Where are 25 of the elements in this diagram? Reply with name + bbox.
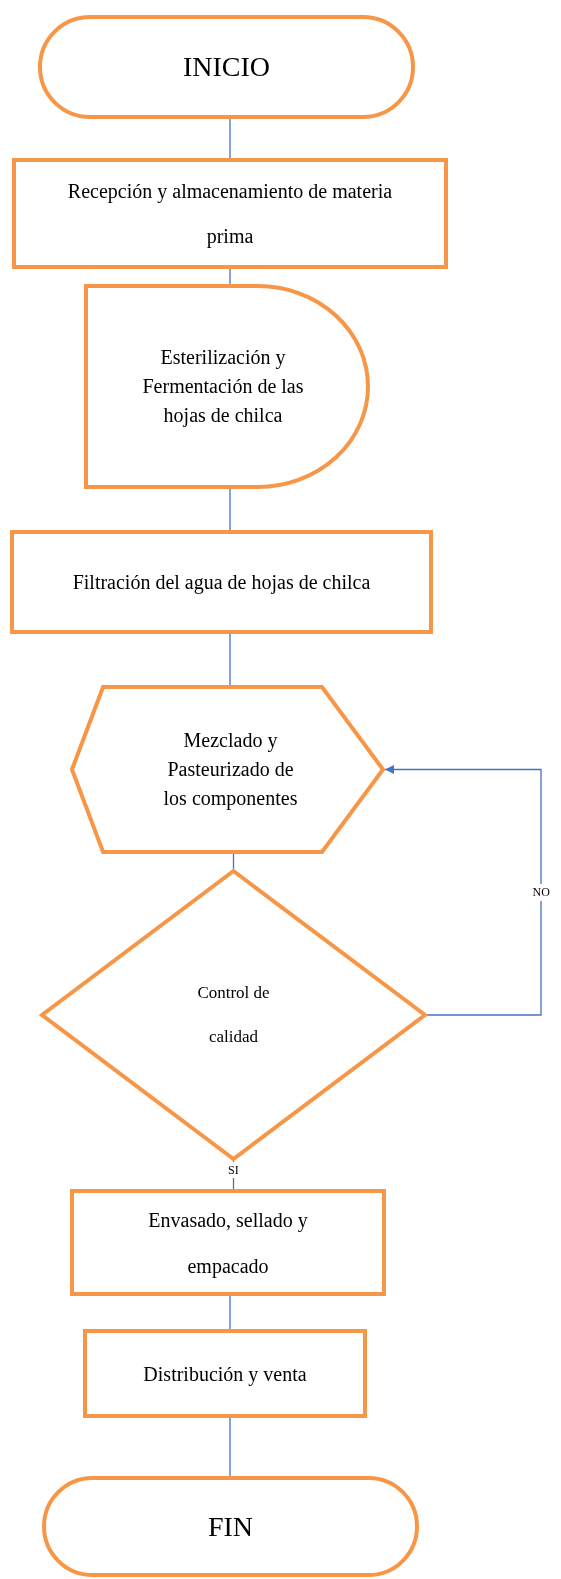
- process-box: [12, 158, 448, 269]
- connector-line: [229, 118, 231, 159]
- node-text: Mezclado y Pasteurizado de los componentes: [163, 728, 298, 812]
- node-text: INICIO: [181, 50, 272, 84]
- node-text: Control de calidad: [196, 982, 271, 1049]
- connector-line: [229, 1295, 231, 1330]
- process-box: [10, 530, 433, 634]
- node-text: Esterilización y Fermentación de las hojas de chilca: [141, 345, 305, 429]
- edge-label: NO: [530, 884, 552, 901]
- edge-label: SI: [226, 1162, 241, 1179]
- process-box: [70, 1189, 386, 1296]
- preparation-hexagon: [70, 685, 385, 854]
- delay-shape: [84, 284, 370, 489]
- node-text: Envasado, sellado y empacado: [147, 1207, 309, 1280]
- connector-line: [229, 488, 231, 531]
- decision-diamond: [40, 869, 427, 1161]
- process-box: [83, 1329, 367, 1418]
- connector-line: [229, 1417, 231, 1477]
- node-text: Recepción y almacenamiento de materia prima: [66, 178, 394, 250]
- node-text: FIN: [206, 1509, 255, 1544]
- connector-line: [229, 633, 231, 686]
- node-text: Distribución y venta: [142, 1361, 308, 1387]
- connector-line: [229, 268, 231, 285]
- arrow: [384, 765, 542, 1016]
- node-text: Filtración del agua de hojas de chilca: [71, 569, 372, 596]
